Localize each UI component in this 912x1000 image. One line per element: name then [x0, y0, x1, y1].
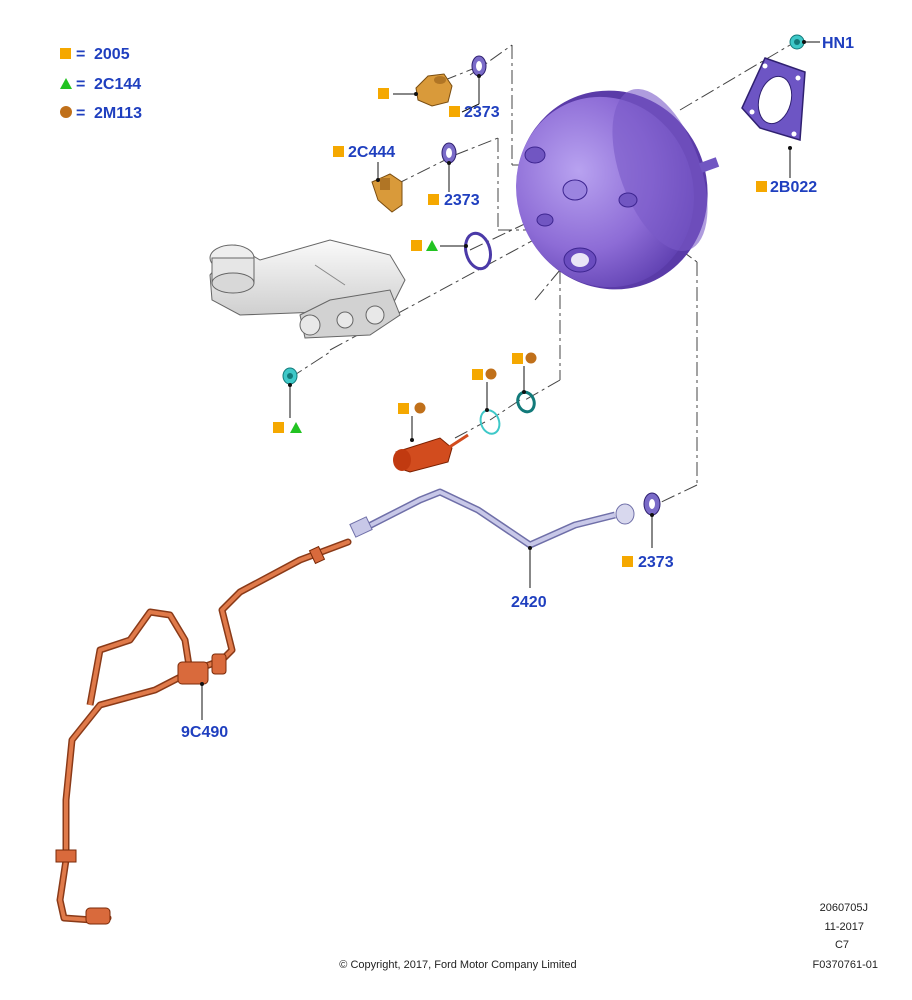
vacuum-pump	[393, 433, 469, 473]
circle-symbol-icon	[525, 352, 537, 364]
assembly-lines	[289, 44, 791, 506]
square-symbol-icon	[378, 88, 389, 99]
legend-eq: =	[76, 105, 85, 122]
square-symbol-icon	[60, 48, 71, 59]
square-symbol-icon	[449, 106, 460, 117]
drawing-reference: F0370761-01	[813, 959, 878, 971]
drawing-revision: C7	[835, 939, 849, 951]
square-symbol-icon	[512, 353, 523, 364]
square-symbol-icon	[333, 146, 344, 157]
square-symbol-icon	[472, 369, 483, 380]
part-label-top-seal: 2373	[464, 104, 500, 121]
legend-code: 2005	[94, 46, 130, 63]
legend-eq: =	[76, 76, 85, 93]
square-symbol-icon	[273, 422, 284, 433]
legend-item-2m113: = 2M113	[60, 105, 142, 122]
legend: = 2005 = 2C144 = 2M113	[60, 46, 142, 122]
brake-booster	[516, 88, 720, 290]
triangle-symbol-icon	[426, 240, 438, 251]
check-valve	[415, 73, 453, 107]
triangle-symbol-icon	[290, 422, 302, 433]
part-label-pipe: 9C490	[181, 724, 228, 741]
triangle-symbol-icon	[60, 78, 72, 89]
legend-code: 2M113	[94, 105, 142, 122]
square-symbol-icon	[756, 181, 767, 192]
hose-seal	[643, 492, 661, 516]
part-label-hn1: HN1	[822, 35, 854, 52]
vacuum-sensor	[371, 173, 403, 213]
square-symbol-icon	[428, 194, 439, 205]
drawing-code: 2060705J	[820, 902, 868, 914]
circle-symbol-icon	[414, 402, 426, 414]
square-symbol-icon	[411, 240, 422, 251]
part-label-sensor: 2C444	[348, 144, 395, 161]
circle-symbol-icon	[60, 106, 72, 118]
square-symbol-icon	[622, 556, 633, 567]
hn1-nut	[789, 34, 805, 50]
mid-seal	[441, 142, 457, 164]
legend-item-2005: = 2005	[60, 46, 130, 63]
part-label-hose-seal: 2373	[638, 554, 674, 571]
copyright: © Copyright, 2017, Ford Motor Company Li…	[339, 959, 576, 971]
legend-eq: =	[76, 46, 85, 63]
part-label-gasket: 2B022	[770, 179, 817, 196]
legend-code: 2C144	[94, 76, 141, 93]
master-cylinder	[209, 239, 406, 339]
circle-symbol-icon	[485, 368, 497, 380]
part-label-hose: 2420	[511, 594, 547, 611]
vacuum-pipe	[55, 538, 352, 925]
part-label-mid-seal: 2373	[444, 192, 480, 209]
top-seal	[471, 55, 487, 77]
gasket	[741, 57, 806, 141]
master-cylinder-nut	[282, 367, 298, 385]
legend-item-2c144: = 2C144	[60, 76, 141, 93]
drawing-date: 11-2017	[824, 921, 864, 933]
leaders: HN1 2B022 2373 2C444 2373	[181, 35, 854, 741]
vacuum-hose	[349, 488, 635, 549]
small-rings	[479, 390, 536, 435]
o-ring	[464, 231, 492, 271]
footer: 2060705J 11-2017 C7 F0370761-01 © Copyri…	[339, 902, 878, 971]
square-symbol-icon	[398, 403, 409, 414]
